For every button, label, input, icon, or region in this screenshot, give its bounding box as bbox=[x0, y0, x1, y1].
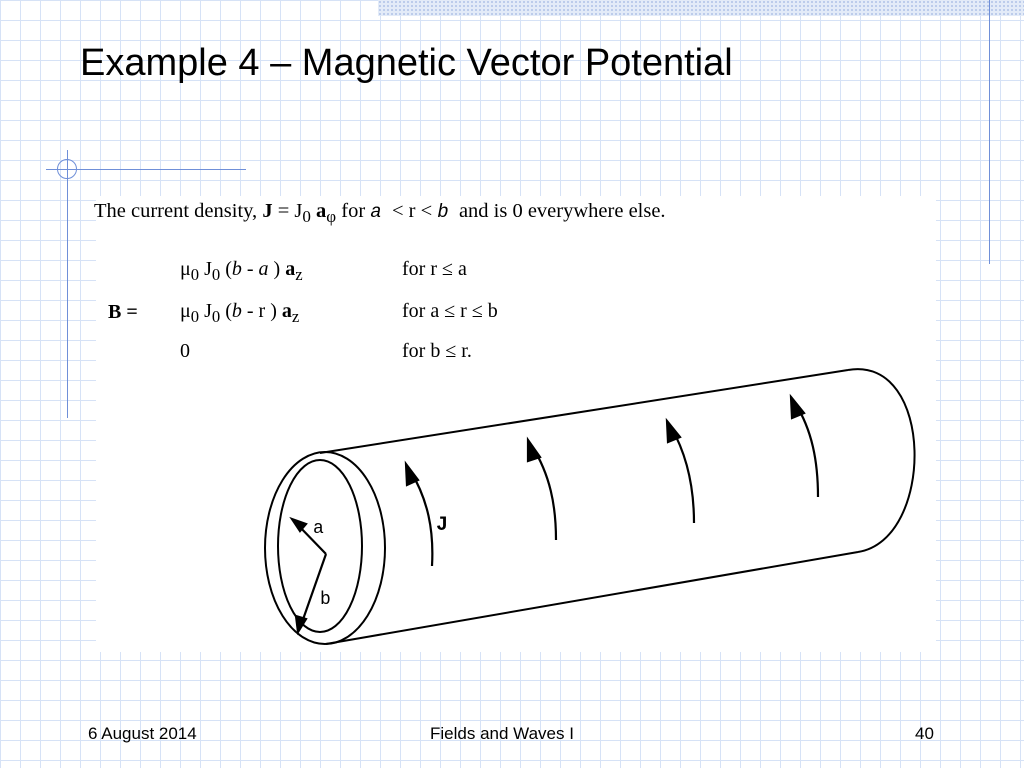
statement-a: a bbox=[370, 201, 382, 223]
title-underline-accent bbox=[46, 169, 246, 170]
accent-circle bbox=[57, 159, 77, 179]
footer-page-number: 40 bbox=[915, 724, 934, 743]
current-arrow-1 bbox=[409, 469, 434, 567]
slide-title: Example 4 – Magnetic Vector Potential bbox=[80, 42, 733, 84]
label-J: J bbox=[436, 514, 448, 537]
field-row-1-condition: for r ≤ a bbox=[402, 258, 467, 280]
current-density-statement: The current density, J = J0 aφ for a < r… bbox=[94, 200, 666, 227]
current-arrow-1-head bbox=[404, 460, 420, 487]
content-panel bbox=[96, 196, 936, 652]
statement-J: J bbox=[262, 200, 273, 222]
label-a: a bbox=[313, 519, 324, 539]
footer-date: 6 August 2014 bbox=[88, 724, 197, 743]
current-arrow-2 bbox=[531, 445, 558, 541]
statement-lt1: < bbox=[391, 200, 404, 222]
statement-J0: J bbox=[294, 200, 303, 222]
radius-b-arrowhead bbox=[294, 614, 308, 636]
field-row-2-expression: μ0 J0 (b - r ) az bbox=[180, 300, 300, 326]
field-row-2-condition: for a ≤ r ≤ b bbox=[402, 300, 498, 322]
statement-r: r bbox=[408, 200, 416, 222]
outer-conductor-inner-ring bbox=[277, 459, 363, 633]
statement-for: for bbox=[341, 200, 366, 222]
footer-course: Fields and Waves I bbox=[430, 724, 574, 743]
field-row-3-expression: 0 bbox=[180, 340, 190, 362]
outer-conductor-outer-ring bbox=[264, 451, 386, 645]
statement-suffix: and is 0 everywhere else. bbox=[458, 200, 666, 222]
field-label: B = bbox=[108, 301, 138, 323]
label-b: b bbox=[320, 590, 331, 610]
current-arrow-4 bbox=[794, 402, 820, 498]
statement-a-phi-sub: φ bbox=[326, 207, 337, 227]
field-row-3-condition: for b ≤ r. bbox=[402, 340, 472, 362]
right-accent-line bbox=[989, 0, 990, 264]
left-accent-line bbox=[67, 150, 68, 418]
header-dotted-band bbox=[378, 0, 1024, 16]
statement-b: b bbox=[437, 201, 449, 223]
field-row-1-expression: μ0 J0 (b - a ) az bbox=[180, 258, 303, 284]
statement-J0-sub: 0 bbox=[302, 207, 311, 227]
statement-prefix: The current density, bbox=[94, 200, 258, 222]
statement-a-phi: a bbox=[316, 200, 327, 222]
statement-equals: = bbox=[277, 200, 290, 222]
cylinder-end-cap bbox=[847, 368, 916, 553]
current-arrow-3-head bbox=[665, 417, 682, 444]
radius-b-arrow bbox=[298, 553, 328, 629]
cylinder-bottom-edge bbox=[325, 551, 859, 645]
current-arrow-3 bbox=[670, 426, 696, 524]
current-arrow-4-head bbox=[789, 393, 806, 420]
cylinder-top-edge bbox=[319, 369, 849, 454]
current-arrow-2-head bbox=[526, 436, 542, 463]
radius-a-arrowhead bbox=[289, 516, 308, 533]
statement-lt2: < bbox=[420, 200, 433, 222]
